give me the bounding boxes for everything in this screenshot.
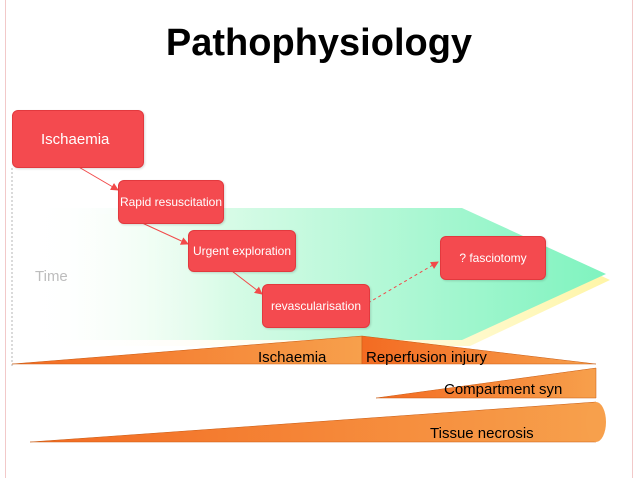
phase-label-tissue-necrosis: Tissue necrosis — [430, 425, 534, 442]
slide-border-right — [632, 0, 633, 478]
stage-ischaemia: Ischaemia — [12, 110, 144, 168]
stage-fasciotomy: ? fasciotomy — [440, 236, 546, 280]
connector-resuscitation-to-exploration — [139, 221, 189, 245]
stage-urgent-exploration: Urgent exploration — [188, 230, 296, 272]
connector-ischaemia-to-resuscitation — [76, 165, 119, 191]
connector-exploration-to-revascularisation — [227, 267, 263, 295]
tissue-necrosis-wedge-end — [586, 402, 606, 442]
slide-border-left — [5, 0, 6, 478]
stage-revascularisation: revascularisation — [262, 284, 370, 328]
phase-label-ischaemia: Ischaemia — [258, 349, 327, 366]
phase-label-reperfusion-injury: Reperfusion injury — [366, 349, 487, 366]
reperfusion-wedge — [361, 335, 597, 365]
compartment-syndrome-wedge — [375, 367, 597, 399]
phase-label-compartment-syndrome: Compartment syn — [444, 381, 563, 398]
connector-revascularisation-to-fasciotomy — [367, 261, 439, 304]
stage-rapid-resuscitation: Rapid resuscitation — [118, 180, 224, 224]
time-axis-label: Time — [35, 268, 68, 285]
page-title: Pathophysiology — [165, 22, 473, 64]
